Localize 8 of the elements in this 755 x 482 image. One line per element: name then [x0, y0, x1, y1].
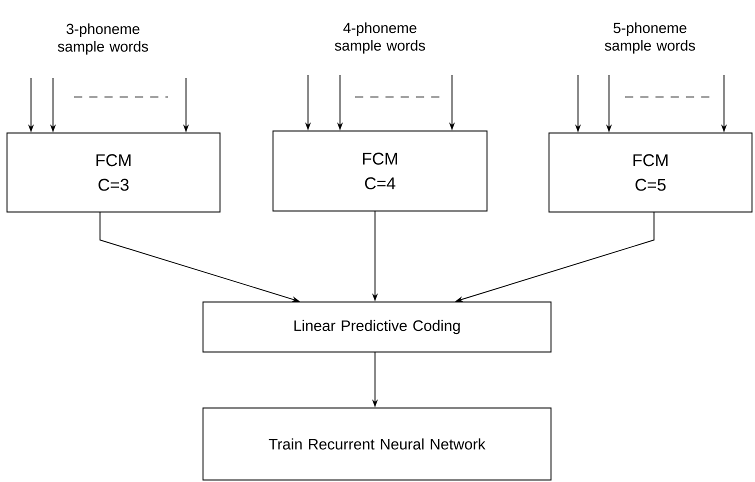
- group-label: 3-phoneme sample words: [58, 23, 148, 55]
- process-box: Train Recurrent Neural Network: [202, 408, 552, 480]
- process-box: FCM C=4: [272, 130, 488, 212]
- group-label: 4-phoneme sample words: [334, 22, 426, 54]
- process-box: FCM C=3: [6, 132, 220, 212]
- process-box: Linear Predictive Coding: [202, 302, 552, 352]
- process-box: FCM C=5: [548, 132, 752, 212]
- group-label: 5-phoneme sample words: [604, 22, 696, 54]
